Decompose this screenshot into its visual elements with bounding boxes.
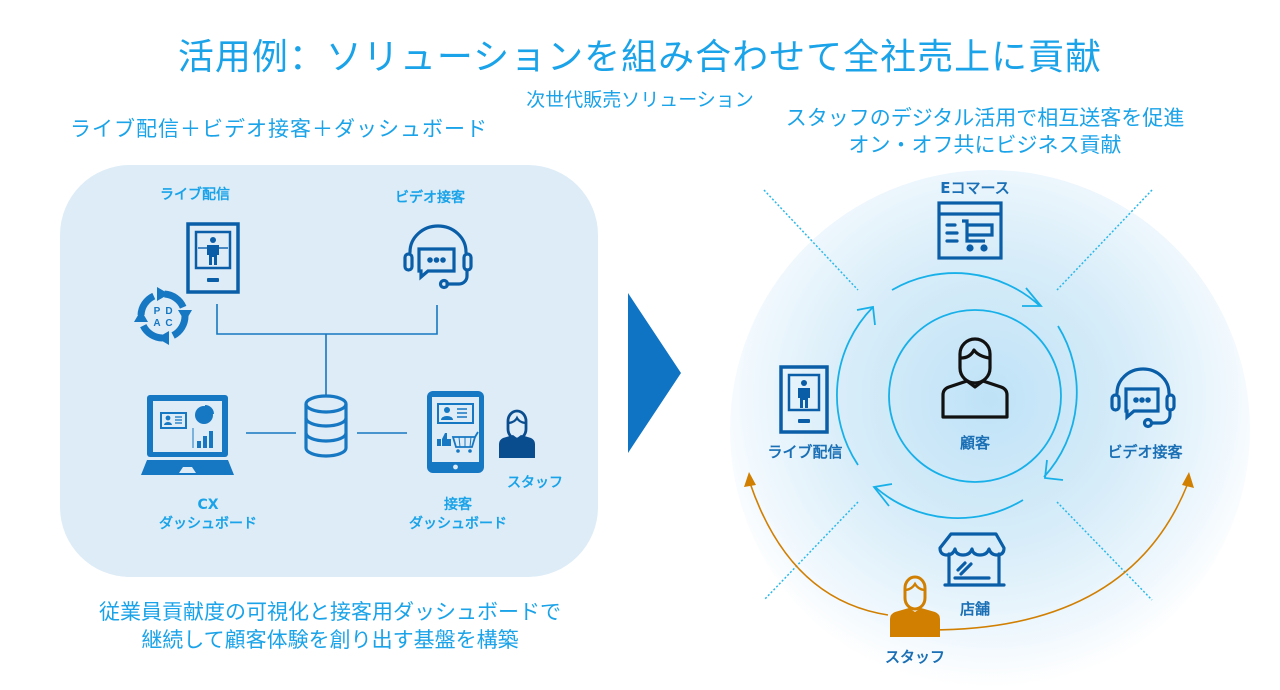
panel-caption: 従業員貢献度の可視化と接客用ダッシュボードで 継続して顧客体験を創り出す基盤を構… [40, 598, 620, 654]
solution-subtitle: 次世代販売ソリューション [526, 89, 754, 111]
tablet-person-icon [779, 365, 829, 434]
page-title: 活用例：ソリューションを組み合わせて全社売上に貢献 [177, 37, 1103, 78]
pdca-letter-p: P [154, 306, 161, 317]
connector-lines [216, 304, 438, 434]
service-dashboard-label: 接客 ダッシュボード [398, 496, 518, 534]
staff-arcs [749, 482, 1189, 631]
staff-person-icon [499, 409, 535, 458]
cx-dashboard-label: CX ダッシュボード [148, 496, 268, 534]
right-subtitle-line1: スタッフのデジタル活用で相互送客を促進 [785, 106, 1185, 130]
pdca-letter-c: C [165, 318, 172, 329]
right-subtitle: スタッフのデジタル活用で相互送客を促進 オン・オフ共にビジネス貢献 [730, 105, 1240, 159]
headset-chat-icon [1110, 367, 1176, 429]
triangle-arrow-right-icon [628, 293, 681, 453]
staff-label: スタッフ [507, 475, 563, 491]
customer-circle [888, 309, 1062, 483]
service-label-line1: 接客 [444, 497, 472, 513]
cx-label-line1: CX [197, 497, 219, 513]
caption-line1: 従業員貢献度の可視化と接客用ダッシュボードで [99, 600, 561, 624]
left-subtitle: ライブ配信＋ビデオ接客＋ダッシュボード [70, 117, 488, 141]
store-icon [938, 532, 1006, 587]
staff-person-icon [890, 575, 940, 637]
video-label: ビデオ接客 [395, 190, 465, 206]
right-subtitle-line2: オン・オフ共にビジネス貢献 [848, 133, 1122, 157]
headset-chat-icon [403, 224, 473, 290]
live-label: ライブ配信 [160, 187, 230, 203]
tablet-dashboard-icon [427, 391, 484, 473]
live-right-label: ライブ配信 [767, 443, 843, 461]
staff-arc-arrowhead-left [744, 472, 756, 487]
cycle-arrows [836, 272, 1078, 519]
caption-line2: 継続して顧客体験を創り出す基盤を構築 [141, 628, 519, 652]
staff-right-label: スタッフ [884, 648, 945, 666]
pdca-letter-d: D [165, 306, 172, 317]
video-right-label: ビデオ接客 [1107, 443, 1183, 461]
staff-arc-arrowhead-right [1182, 472, 1194, 488]
dotted-separators [763, 189, 1153, 601]
ecommerce-cart-icon [937, 201, 1003, 260]
solution-panel [60, 165, 598, 577]
laptop-dashboard-icon [141, 395, 234, 475]
cx-label-line2: ダッシュボード [159, 516, 257, 532]
service-label-line2: ダッシュボード [409, 516, 507, 532]
store-label: 店舗 [959, 600, 990, 618]
customer-icon [941, 337, 1009, 419]
customer-label: 顧客 [959, 434, 990, 452]
pdca-letter-a: A [153, 318, 160, 329]
tablet-person-icon [186, 222, 240, 294]
ecommerce-label: Eコマース [940, 179, 1010, 197]
pdca-cycle-icon: P D A C [134, 287, 192, 345]
database-icon [304, 394, 348, 458]
